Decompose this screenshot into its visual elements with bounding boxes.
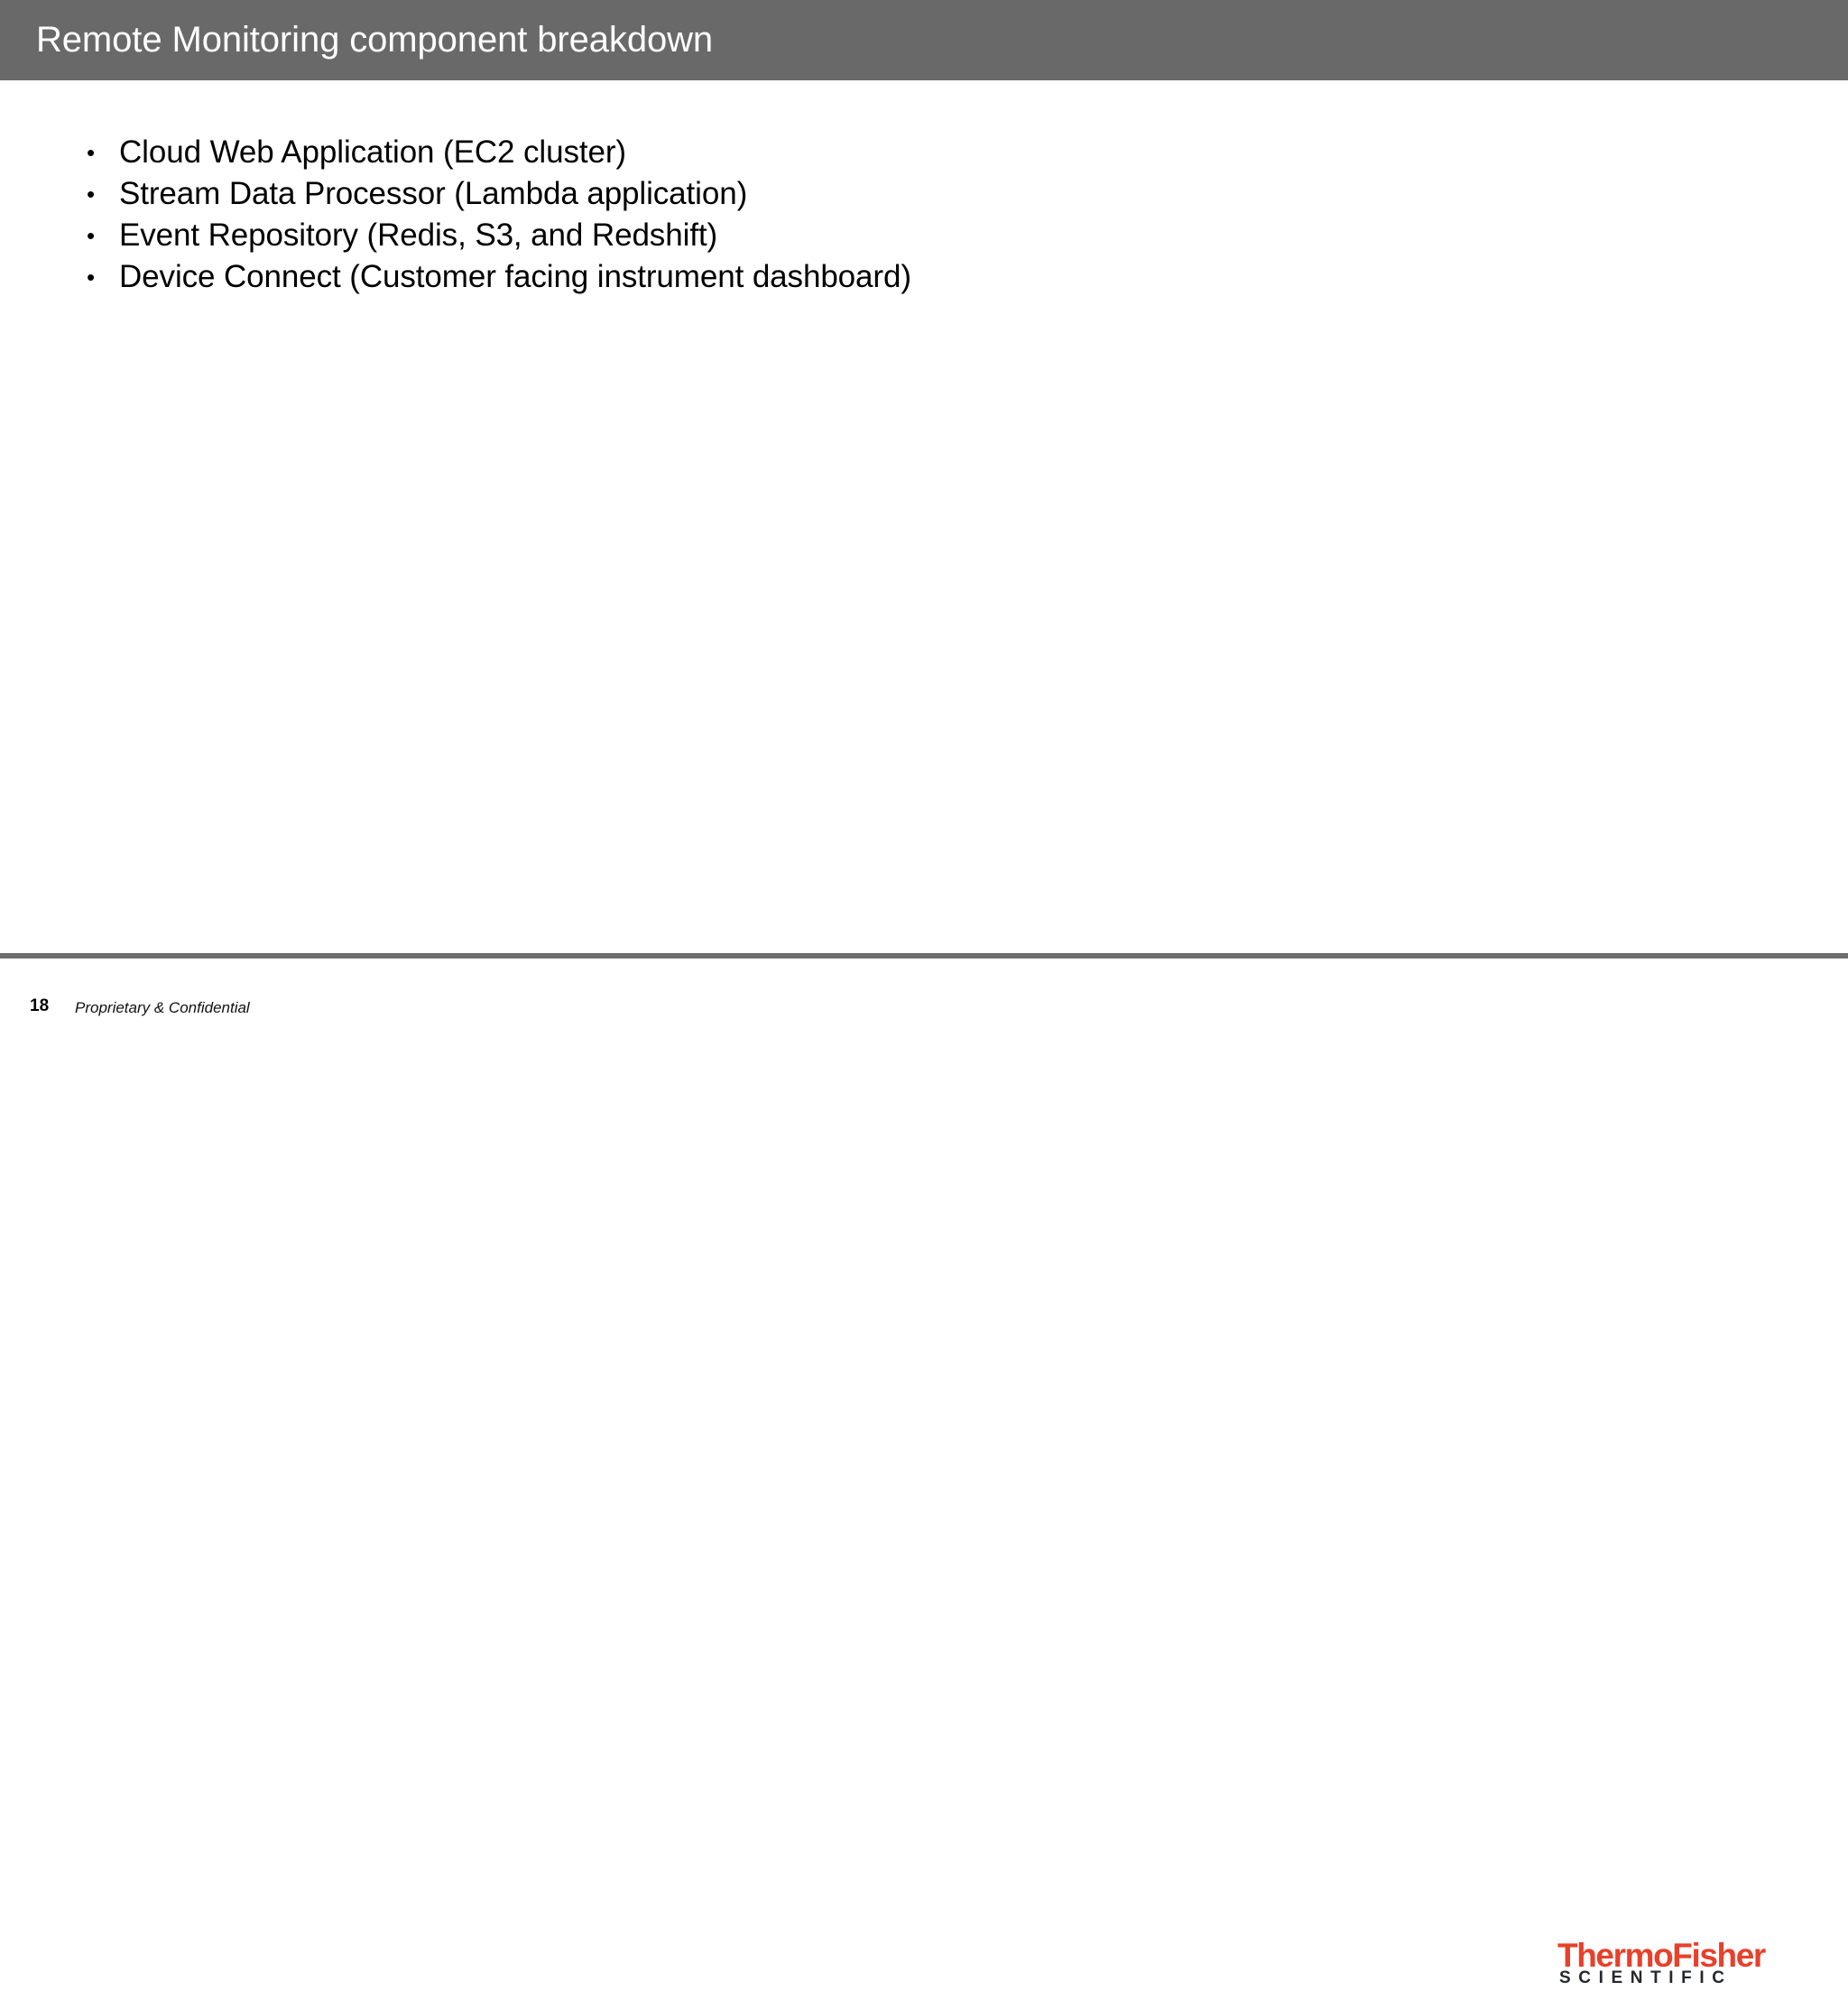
list-item-label: Stream Data Processor (Lambda applicatio… — [119, 176, 748, 211]
list-item: • Device Connect (Customer facing instru… — [86, 256, 911, 298]
list-item: • Cloud Web Application (EC2 cluster) — [86, 132, 911, 173]
slide-footer: 18 Proprietary & Confidential ThermoFish… — [0, 958, 1848, 1987]
footer-divider — [0, 953, 1848, 958]
list-item-label: Cloud Web Application (EC2 cluster) — [119, 134, 626, 170]
bullet-point-icon: • — [87, 222, 96, 249]
thermo-fisher-logo: ThermoFisher SCIENTIFIC — [1557, 1939, 1766, 1991]
bullet-point-icon: • — [87, 264, 96, 291]
slide-body: • Cloud Web Application (EC2 cluster) • … — [0, 80, 1848, 954]
bullet-point-icon: • — [87, 181, 96, 208]
list-item: • Event Repository (Redis, S3, and Redsh… — [86, 215, 911, 256]
page-number: 18 — [30, 996, 50, 1015]
list-item-label: Device Connect (Customer facing instrume… — [119, 259, 911, 294]
bullet-point-icon: • — [87, 139, 96, 166]
slide-title-bar: Remote Monitoring component breakdown — [0, 0, 1848, 80]
page-title: Remote Monitoring component breakdown — [36, 20, 714, 60]
component-bullet-list: • Cloud Web Application (EC2 cluster) • … — [86, 132, 911, 298]
confidentiality-notice: Proprietary & Confidential — [75, 999, 250, 1016]
logo-tagline: SCIENTIFIC — [1559, 1968, 1732, 1987]
list-item: • Stream Data Processor (Lambda applicat… — [86, 173, 911, 215]
list-item-label: Event Repository (Redis, S3, and Redshif… — [119, 218, 718, 253]
